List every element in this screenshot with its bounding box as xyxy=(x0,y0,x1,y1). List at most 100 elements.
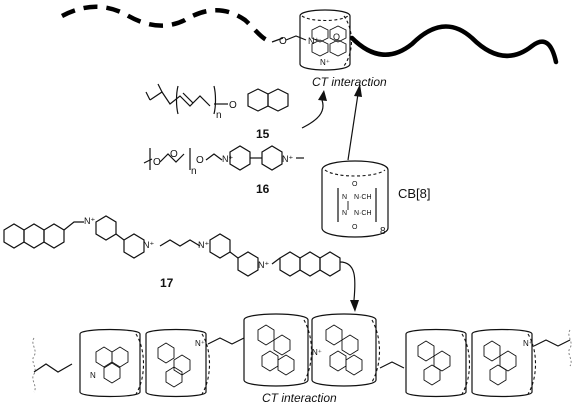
arrowhead-15 xyxy=(318,90,327,101)
pyridinium-17b xyxy=(123,233,145,259)
chain-15 xyxy=(149,91,211,107)
atom-n-top: N⁺ xyxy=(308,36,319,46)
ring-b3c xyxy=(261,350,279,372)
cb8-bottom-5 xyxy=(405,328,467,398)
compound-15-label: 15 xyxy=(256,127,270,141)
ring-b4b xyxy=(341,334,359,356)
atom-n-17c: N⁺ xyxy=(198,240,209,250)
atom-n-bottom: N⁺ xyxy=(320,58,330,67)
polymer-chain-solid xyxy=(349,24,559,65)
ct-interaction-label-bottom: CT interaction xyxy=(262,391,337,405)
peg-16 xyxy=(159,153,185,163)
atom-o-16a: O xyxy=(153,157,161,168)
ring-b6a xyxy=(483,340,501,362)
anthracene-17b-1 xyxy=(279,251,301,277)
linker-bond xyxy=(271,37,284,43)
cb8-bottom-1 xyxy=(79,328,141,398)
cb8-bottom-4-rim xyxy=(371,319,380,383)
atom-n-17d: N⁺ xyxy=(258,260,269,270)
cb8-nch2: N·CH xyxy=(354,210,372,217)
cb8-bottom-4 xyxy=(311,313,377,387)
ring-b4a xyxy=(325,324,343,346)
anthracene-17a-3 xyxy=(43,223,65,249)
arrow-cb8-to-top xyxy=(347,93,359,161)
cb8-bottom-2 xyxy=(145,328,207,398)
atom-o-15: O xyxy=(229,100,237,111)
chain-end-right xyxy=(568,329,572,367)
linker-chain xyxy=(285,35,307,41)
ring-b3d xyxy=(277,354,295,376)
left-linker xyxy=(33,363,73,373)
anthracene-17b-2 xyxy=(299,251,321,277)
cb8-label: CB[8] xyxy=(398,186,431,201)
linker-16 xyxy=(205,153,223,161)
arrow-17-to-bottom xyxy=(339,261,356,301)
naphthalene-15-b xyxy=(267,88,289,112)
methyl-15a xyxy=(145,91,151,101)
atom-n-b4: N⁺ xyxy=(312,348,322,357)
right-linker xyxy=(533,339,571,347)
supramolecular-polymer: N N⁺ N⁺ N⁺ CT interaction xyxy=(32,313,572,405)
ring-b3a xyxy=(257,324,275,346)
ring-b1b xyxy=(111,346,129,368)
atom-o-16b: O xyxy=(170,149,178,160)
n-subscript-16: n xyxy=(191,166,197,177)
compound-17: N⁺ N⁺ N⁺ N⁺ 17 xyxy=(3,215,341,290)
cb8-barrel xyxy=(321,160,389,238)
ct-interaction-label-top: CT interaction xyxy=(312,75,387,89)
cb8-host-top xyxy=(299,9,351,71)
atom-n-17a: N⁺ xyxy=(84,216,95,226)
cb8-rim-top xyxy=(301,15,349,22)
ring-b4c xyxy=(329,350,347,372)
ring-b1c xyxy=(103,362,121,384)
double-bond-15 xyxy=(182,92,194,104)
pyridinium-17c xyxy=(209,233,231,259)
ring-b2a xyxy=(157,342,175,364)
atom-n-16a: N⁺ xyxy=(222,154,233,164)
chain-end-left xyxy=(32,337,36,393)
compound-16-label: 16 xyxy=(256,182,270,196)
atom-n-16b: N⁺ xyxy=(282,154,293,164)
polymer-chain-dashed xyxy=(60,4,273,45)
pyridinium-17a xyxy=(95,215,117,241)
pyridinium-ring-1 xyxy=(311,25,329,43)
ring-b6c xyxy=(489,364,507,386)
cb8-n1: N xyxy=(342,194,347,201)
pyridinium-ring-2 xyxy=(311,39,329,57)
ring-b2c xyxy=(165,366,183,388)
cb8-subscript: 8 xyxy=(380,226,386,237)
arrowhead-17 xyxy=(350,300,359,312)
cb8-nch1: N·CH xyxy=(354,194,372,201)
cb8-top-rim xyxy=(324,169,386,177)
mid-linker-1 xyxy=(207,337,245,345)
cb8-bottom-1-rim xyxy=(135,333,144,395)
pyridinium-16-b xyxy=(261,145,283,171)
cb8-n2: N xyxy=(342,210,347,217)
ch2-17a xyxy=(63,221,84,231)
atom-n-17b: N⁺ xyxy=(143,240,154,250)
pyridinium-17d xyxy=(237,251,259,277)
atom-o-16c: O xyxy=(196,155,204,166)
ring-b3b xyxy=(273,334,291,356)
compound-15: n O 15 xyxy=(145,83,289,141)
bipy-17b xyxy=(229,251,239,259)
compound-17-label: 17 xyxy=(160,276,174,290)
propyl-linker-17 xyxy=(159,239,201,247)
naphthalene-ring-2 xyxy=(329,39,347,57)
ring-b5a xyxy=(417,340,435,362)
compound-16: O O n O N⁺ N⁺ 16 xyxy=(143,145,304,196)
polymer-complex-top: O N⁺ O N⁺ CT interaction xyxy=(60,4,559,89)
arrow-15-to-top xyxy=(301,99,324,129)
arrowhead-cb8 xyxy=(354,84,362,97)
cb8-o-bottom: O xyxy=(352,224,358,231)
atom-o-right: O xyxy=(333,32,340,42)
anthracene-17a-2 xyxy=(23,223,45,249)
cb8-bottom-6 xyxy=(471,328,533,398)
bipy-17a xyxy=(115,233,125,241)
pyridinium-16-a xyxy=(229,145,251,171)
methyl-16 xyxy=(143,158,153,164)
naphthalene-15-a xyxy=(247,88,269,112)
ring-b5c xyxy=(423,364,441,386)
cb8-bottom-2-rim xyxy=(201,333,210,395)
